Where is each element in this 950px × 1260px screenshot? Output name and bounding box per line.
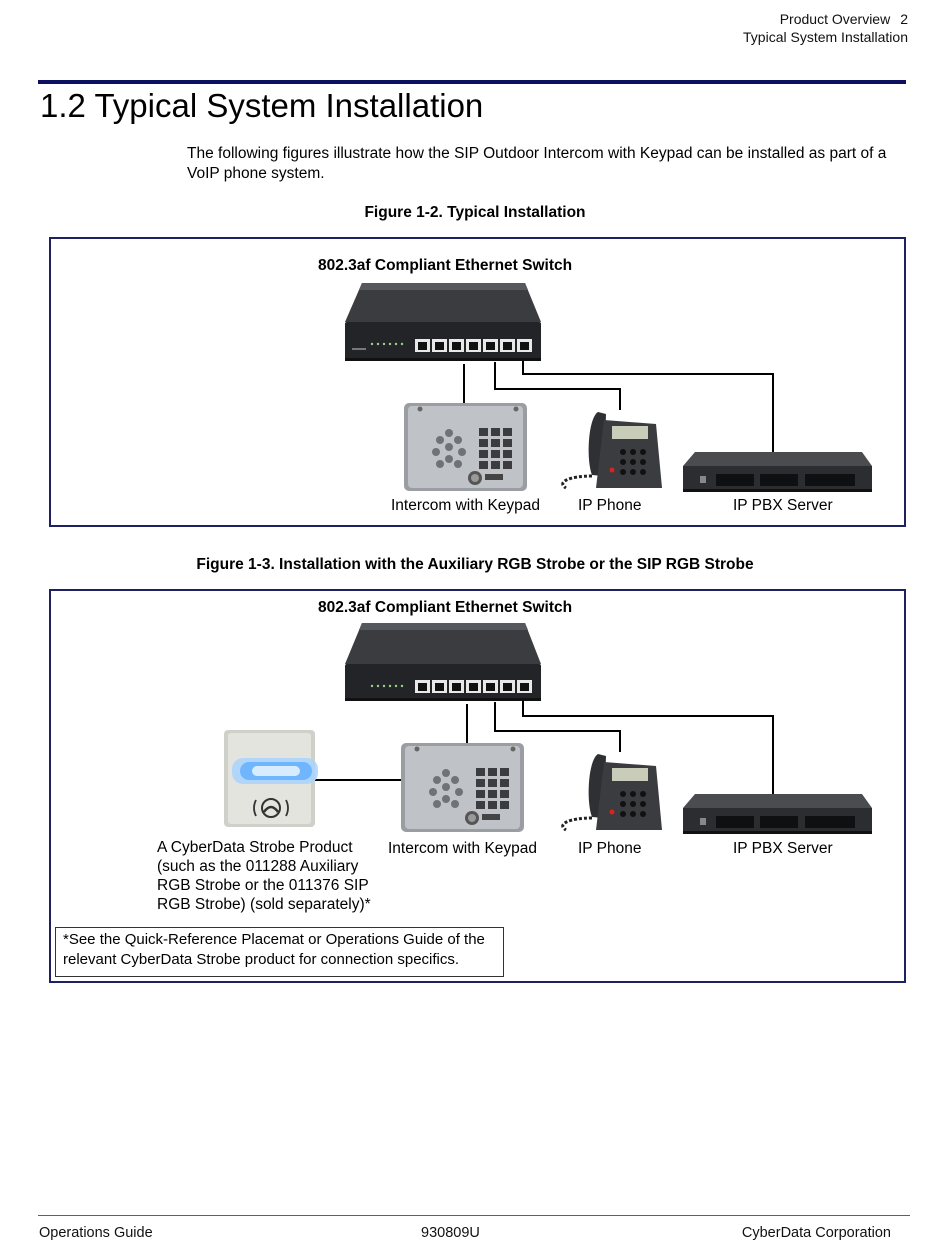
intro-paragraph: The following figures illustrate how the… (187, 145, 887, 182)
intercom-keypad-icon (401, 743, 524, 832)
ip-pbx-server-icon (683, 452, 872, 492)
header-subsection-title: Typical System Installation (743, 29, 908, 45)
figure2-intercom-label: Intercom with Keypad (388, 840, 538, 857)
rgb-strobe-icon (224, 730, 318, 827)
strobe-label-line: RGB Strobe or the 011376 SIP (157, 877, 369, 894)
page-title: 1.2 Typical System Installation (40, 87, 484, 124)
footer-company: CyberData Corporation (741, 1225, 891, 1241)
figure2-caption: Figure 1-3. Installation with the Auxili… (196, 556, 754, 573)
page-number: 2 (900, 11, 908, 27)
ethernet-switch-icon (345, 623, 541, 701)
footnote-line: relevant CyberData Strobe product for co… (63, 950, 460, 968)
heading-rule (38, 80, 906, 84)
header-section-title: Product Overview (779, 11, 891, 27)
ip-phone-icon (561, 412, 662, 490)
footer-rule (38, 1215, 910, 1216)
strobe-label-line: A CyberData Strobe Product (157, 839, 353, 856)
footer-doc-type: Operations Guide (39, 1225, 153, 1241)
ip-pbx-server-icon (683, 794, 872, 834)
figure1-intercom-label: Intercom with Keypad (391, 497, 541, 514)
figure2-cables (314, 700, 774, 796)
figure2-switch-label: 802.3af Compliant Ethernet Switch (318, 599, 573, 616)
ip-phone-icon (561, 754, 662, 832)
figure1-cables (463, 360, 774, 454)
ethernet-switch-icon (345, 283, 541, 361)
figure1-frame (49, 237, 906, 527)
figure1-pbx-label: IP PBX Server (733, 497, 833, 514)
figure1-switch-label: 802.3af Compliant Ethernet Switch (318, 257, 573, 274)
figure2-frame (49, 589, 906, 983)
strobe-label-line: RGB Strobe) (sold separately)* (157, 896, 371, 913)
figure2-pbx-label: IP PBX Server (733, 840, 833, 857)
strobe-label-line: (such as the 011288 Auxiliary (157, 858, 359, 875)
figure2-phone-label: IP Phone (578, 840, 642, 857)
footer-doc-number: 930809U (421, 1225, 480, 1241)
figure2-footnote-box: *See the Quick-Reference Placemat or Ope… (55, 927, 504, 977)
running-header-section: Product Overview 2 (780, 10, 908, 28)
footnote-line: *See the Quick-Reference Placemat or Ope… (63, 931, 485, 948)
intercom-keypad-icon (404, 403, 527, 491)
figure1-phone-label: IP Phone (578, 497, 642, 514)
figure1-caption: Figure 1-2. Typical Installation (364, 204, 586, 221)
figure2-strobe-label: A CyberData Strobe Product (such as the … (157, 838, 371, 914)
